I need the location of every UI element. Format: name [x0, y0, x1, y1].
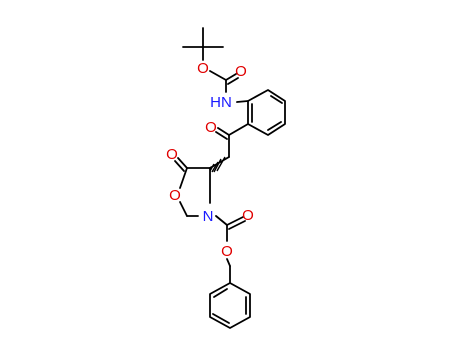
aryl-ring [247, 89, 286, 136]
atom-o-boc-carbonyl: O [235, 63, 247, 80]
benzyl-inner-bond-1 [213, 288, 228, 298]
atom-o-boc-ether: O [197, 60, 209, 77]
aryl-inner-bond-1 [270, 95, 283, 104]
aryl-ketone-bond [228, 123, 249, 136]
lactone-co-bond-1 [177, 157, 188, 169]
nh-ring-bond [236, 100, 249, 103]
stereo-hash-wedge [208, 156, 226, 173]
atom-o-cbz-carbonyl: O [242, 207, 254, 224]
boc-c-o-bond-2 [227, 77, 239, 85]
ring-c5-o-bond [179, 167, 188, 189]
cbz-o-ch2-bond [226, 258, 231, 267]
benzyl-inner-bond-2 [212, 313, 230, 324]
atom-o-ring: O [169, 187, 181, 204]
ring-o-ch2-bond [179, 201, 188, 217]
atom-n-ring: N [203, 208, 214, 225]
n-cbz-bond [215, 215, 228, 226]
benzyl-ring [209, 282, 251, 329]
cbz-co-bond-2 [228, 220, 246, 230]
atom-o-ketone: O [205, 119, 217, 136]
lactone-co-bond-2 [174, 160, 185, 172]
ketone-co-bond-2 [215, 131, 228, 140]
atom-o-lactone-carbonyl: O [166, 146, 178, 163]
atom-labels: O O HN O O O N O O [166, 60, 254, 260]
boc-c-o-bond-1 [225, 73, 237, 81]
atom-nh: HN [210, 94, 232, 111]
atom-o-cbz-ether: O [221, 243, 233, 260]
bond-skeleton [174, 27, 286, 329]
aryl-inner-bond-2 [267, 121, 282, 131]
boc-o-c-bond [209, 70, 227, 81]
cbz-co-bond-1 [226, 216, 244, 226]
ketone-co-bond-1 [217, 127, 230, 136]
